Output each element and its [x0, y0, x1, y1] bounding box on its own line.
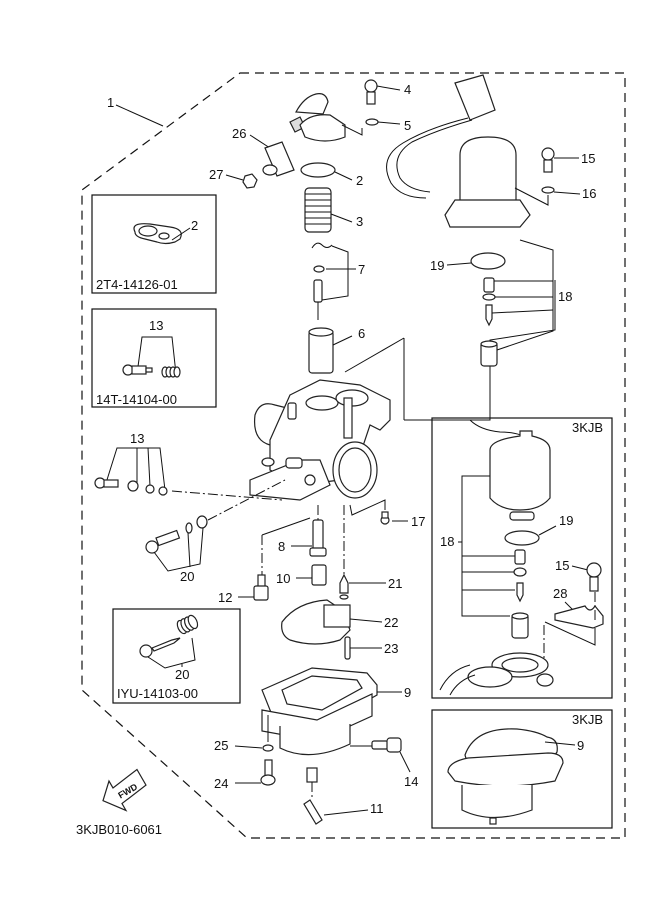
callout-2: 2	[191, 218, 198, 233]
inset-14t-14104-00: 13 14T-14104-00	[91, 308, 217, 408]
inset-part-code: IYU-14103-00	[117, 686, 198, 701]
callout-26: 26	[232, 126, 246, 141]
callout-24: 24	[214, 776, 228, 791]
callout-18: 18	[440, 534, 454, 549]
inset-part-code: 2T4-14126-01	[96, 277, 178, 292]
callout-22: 22	[384, 615, 398, 630]
callout-28: 28	[553, 586, 567, 601]
callout-12: 12	[218, 590, 232, 605]
inset-2t4-14126-01: 2 2T4-14126-01	[91, 194, 217, 294]
inset-model-code: 3KJB	[572, 712, 603, 727]
callout-11: 11	[370, 801, 384, 816]
callout-17: 17	[411, 514, 425, 529]
callout-8: 8	[278, 539, 285, 554]
callout-13: 13	[149, 318, 163, 333]
callout-13: 13	[130, 431, 144, 446]
solenoid-assembly	[386, 74, 531, 228]
callout-5: 5	[404, 118, 411, 133]
callout-19: 19	[430, 258, 444, 273]
callout-7: 7	[358, 262, 365, 277]
callout-15: 15	[581, 151, 595, 166]
fwd-arrow-icon: FWD	[102, 768, 147, 812]
callout-1: 1	[107, 95, 114, 110]
inset-iyu-14103-00: 20 IYU-14103-00	[112, 608, 241, 704]
diagram-code: 3KJB010-6061	[76, 822, 162, 837]
callout-25: 25	[214, 738, 228, 753]
callout-9: 9	[577, 738, 584, 753]
callout-27: 27	[209, 167, 223, 182]
inset-3kjb-solenoid: 3KJB 19 18 15 28	[431, 417, 613, 699]
callout-14: 14	[404, 774, 418, 789]
callout-2: 2	[356, 173, 363, 188]
inset-part-code: 14T-14104-00	[96, 392, 177, 407]
callout-4: 4	[404, 82, 411, 97]
spring-part-3	[304, 187, 332, 233]
callout-20: 20	[175, 667, 189, 682]
callout-21: 21	[388, 576, 402, 591]
callout-20: 20	[180, 569, 194, 584]
callout-3: 3	[356, 214, 363, 229]
callout-6: 6	[358, 326, 365, 341]
callout-10: 10	[276, 571, 290, 586]
inset-3kjb-float-bowl: 3KJB 9	[431, 709, 613, 829]
callout-18: 18	[558, 289, 572, 304]
inset-model-code: 3KJB	[572, 420, 603, 435]
callout-19: 19	[559, 513, 573, 528]
callout-16: 16	[582, 186, 596, 201]
callout-9: 9	[404, 685, 411, 700]
callout-15: 15	[555, 558, 569, 573]
carburetor-body	[249, 379, 391, 501]
callout-23: 23	[384, 641, 398, 656]
